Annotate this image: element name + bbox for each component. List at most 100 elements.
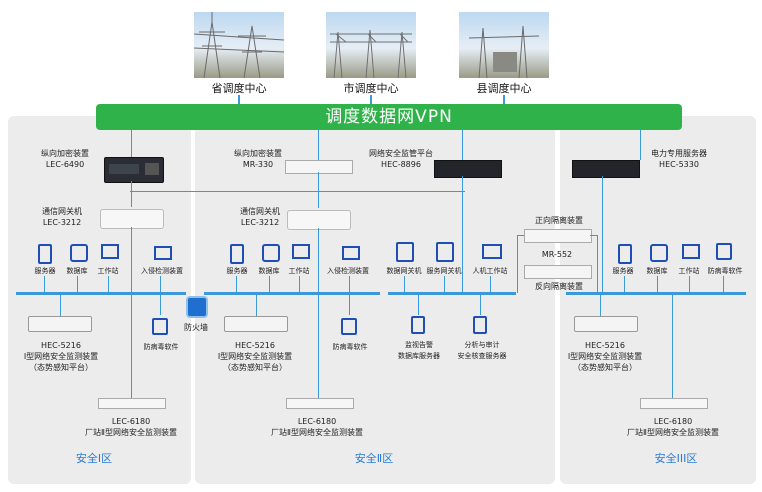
zone2-antivirus-label: 防病毒软件 [332,343,368,351]
link-zone3-server-bus [602,176,603,293]
zone2-encrypt-label: 纵向加密装置 MR-330 [234,149,282,169]
link-county-vpn [503,95,505,105]
server-icon [38,244,52,264]
zone1-bus [16,292,186,295]
monitor-device-zone2 [224,316,288,332]
antivirus-icon [152,318,168,335]
link-zone1-gateway-bus [131,227,132,293]
zone3-icon-label-1: 服务器 [612,267,634,275]
link-icon-bus [689,276,690,293]
zone3-icon-label-2: 数据库 [646,267,668,275]
link-vpn-zone3 [640,130,641,160]
plant-device-zone2 [286,398,354,409]
link-icon-bus [657,276,658,293]
link-bus-zone2-plant [318,295,319,398]
forward-isolation-device [524,229,592,243]
platform-device-hec8896 [434,160,502,178]
audit-server-icon [473,316,487,334]
zone1-encrypt-label: 纵向加密装置 LEC-6490 [41,149,89,169]
zone2-icon-label-2: 数据库 [258,267,280,275]
server-icon [436,242,454,262]
zone2-bus [204,292,380,295]
alarm-server-icon [411,316,425,334]
database-icon [650,244,668,262]
zone1-antivirus-label: 防病毒软件 [143,343,179,351]
ids-icon [154,246,172,260]
link-zone2-encrypt-gateway [318,172,319,208]
link-platform-horizontal [130,191,465,192]
mr552-label: MR-552 [541,250,573,259]
zone1-gateway-label: 通信网关机 LEC-3212 [42,207,82,227]
server-icon [618,244,632,264]
link-bus-audit [480,295,481,315]
link-icon-bus [490,276,491,293]
substation-photo-county [459,12,549,78]
link-bus-zone1-plant [131,295,132,398]
substation-photo-province [194,12,284,78]
link-vpn-center [462,130,463,160]
link-isolation-left [517,235,518,293]
zone2-title: 安全Ⅱ区 [354,452,394,465]
vpn-banner: 调度数据网VPN [96,104,682,130]
link-isolation-top-r [590,235,597,236]
monitor-device-zone1 [28,316,92,332]
zone3-monitor-label: HEC-5216 Ⅰ型网络安全监测装置 （态势感知平台） [567,341,643,372]
zone1-plant-label: LEC-6180 厂站Ⅱ型网络安全监测装置 [85,417,177,437]
center-platform-label: 网络安全监管平台 HEC-8896 [369,149,433,169]
firewall-icon [186,296,208,318]
link-icon-bus [44,276,45,293]
zone2-monitor-label: HEC-5216 Ⅰ型网络安全监测装置 （态势感知平台） [217,341,293,372]
zone3-icon-label-3: 工作站 [678,267,700,275]
reverse-isolation-label: 反向隔离装置 [535,282,583,291]
zone3-bus [566,292,746,295]
encrypt-device-mr330 [285,160,353,174]
zone2-plant-label: LEC-6180 厂站Ⅱ型网络安全监测装置 [271,417,363,437]
reverse-isolation-device [524,265,592,279]
gateway-device-zone1 [100,209,164,229]
link-city-vpn [370,95,372,105]
zone3-title: 安全III区 [654,452,698,465]
link-bus-zone1-monitor [60,295,61,317]
zone1-icon-label-3: 工作站 [97,267,119,275]
link-icon-bus [404,276,405,293]
zone1-monitor-label: HEC-5216 Ⅰ型网络安全监测装置 （态势感知平台） [23,341,99,372]
link-bus-zone2-monitor [256,295,257,317]
center-icon-label-3: 人机工作站 [472,267,508,275]
laptop-icon [482,244,502,259]
link-icon-bus [160,276,161,293]
database-icon [262,244,280,262]
link-icon-bus [444,276,445,293]
workstation-icon [292,244,310,259]
substation-photo-city [326,12,416,78]
link-platform-bus [462,176,463,293]
link-zone2-gateway-bus [318,228,319,293]
plant-device-zone3 [640,398,708,409]
center-bus [388,292,516,295]
server-icon [230,244,244,264]
zone2-icon-label-4: 入侵检测装置 [327,267,369,275]
server-device-hec5330 [572,160,640,178]
database-icon [70,244,88,262]
zone2-icon-label-3: 工作站 [288,267,310,275]
plant-device-zone1 [98,398,166,409]
zone1-title: 安全Ⅰ区 [75,452,113,465]
link-zone1-encrypt-gateway [131,181,132,207]
link-icon-bus [624,276,625,293]
center-audit-label: 分析与审计 安全核查服务器 [457,341,507,360]
center-label-county: 县调度中心 [476,82,532,95]
center-label-city: 市调度中心 [343,82,399,95]
link-bus-zone1-antivirus [160,295,161,315]
link-icon-bus [108,276,109,293]
zone3-icon-label-4: 防病毒软件 [707,267,743,275]
link-icon-bus [299,276,300,293]
link-vpn-zone2 [318,130,319,160]
link-bus-zone3-monitor [600,295,601,317]
link-vpn-zone1 [131,130,132,160]
link-province-vpn [238,95,240,105]
link-icon-bus [349,276,350,293]
workstation-icon [682,244,700,259]
zone3-server-label: 电力专用服务器 HEC-5330 [651,149,707,169]
encrypt-device-lec6490 [104,157,164,183]
gateway-device-zone2 [287,210,351,230]
